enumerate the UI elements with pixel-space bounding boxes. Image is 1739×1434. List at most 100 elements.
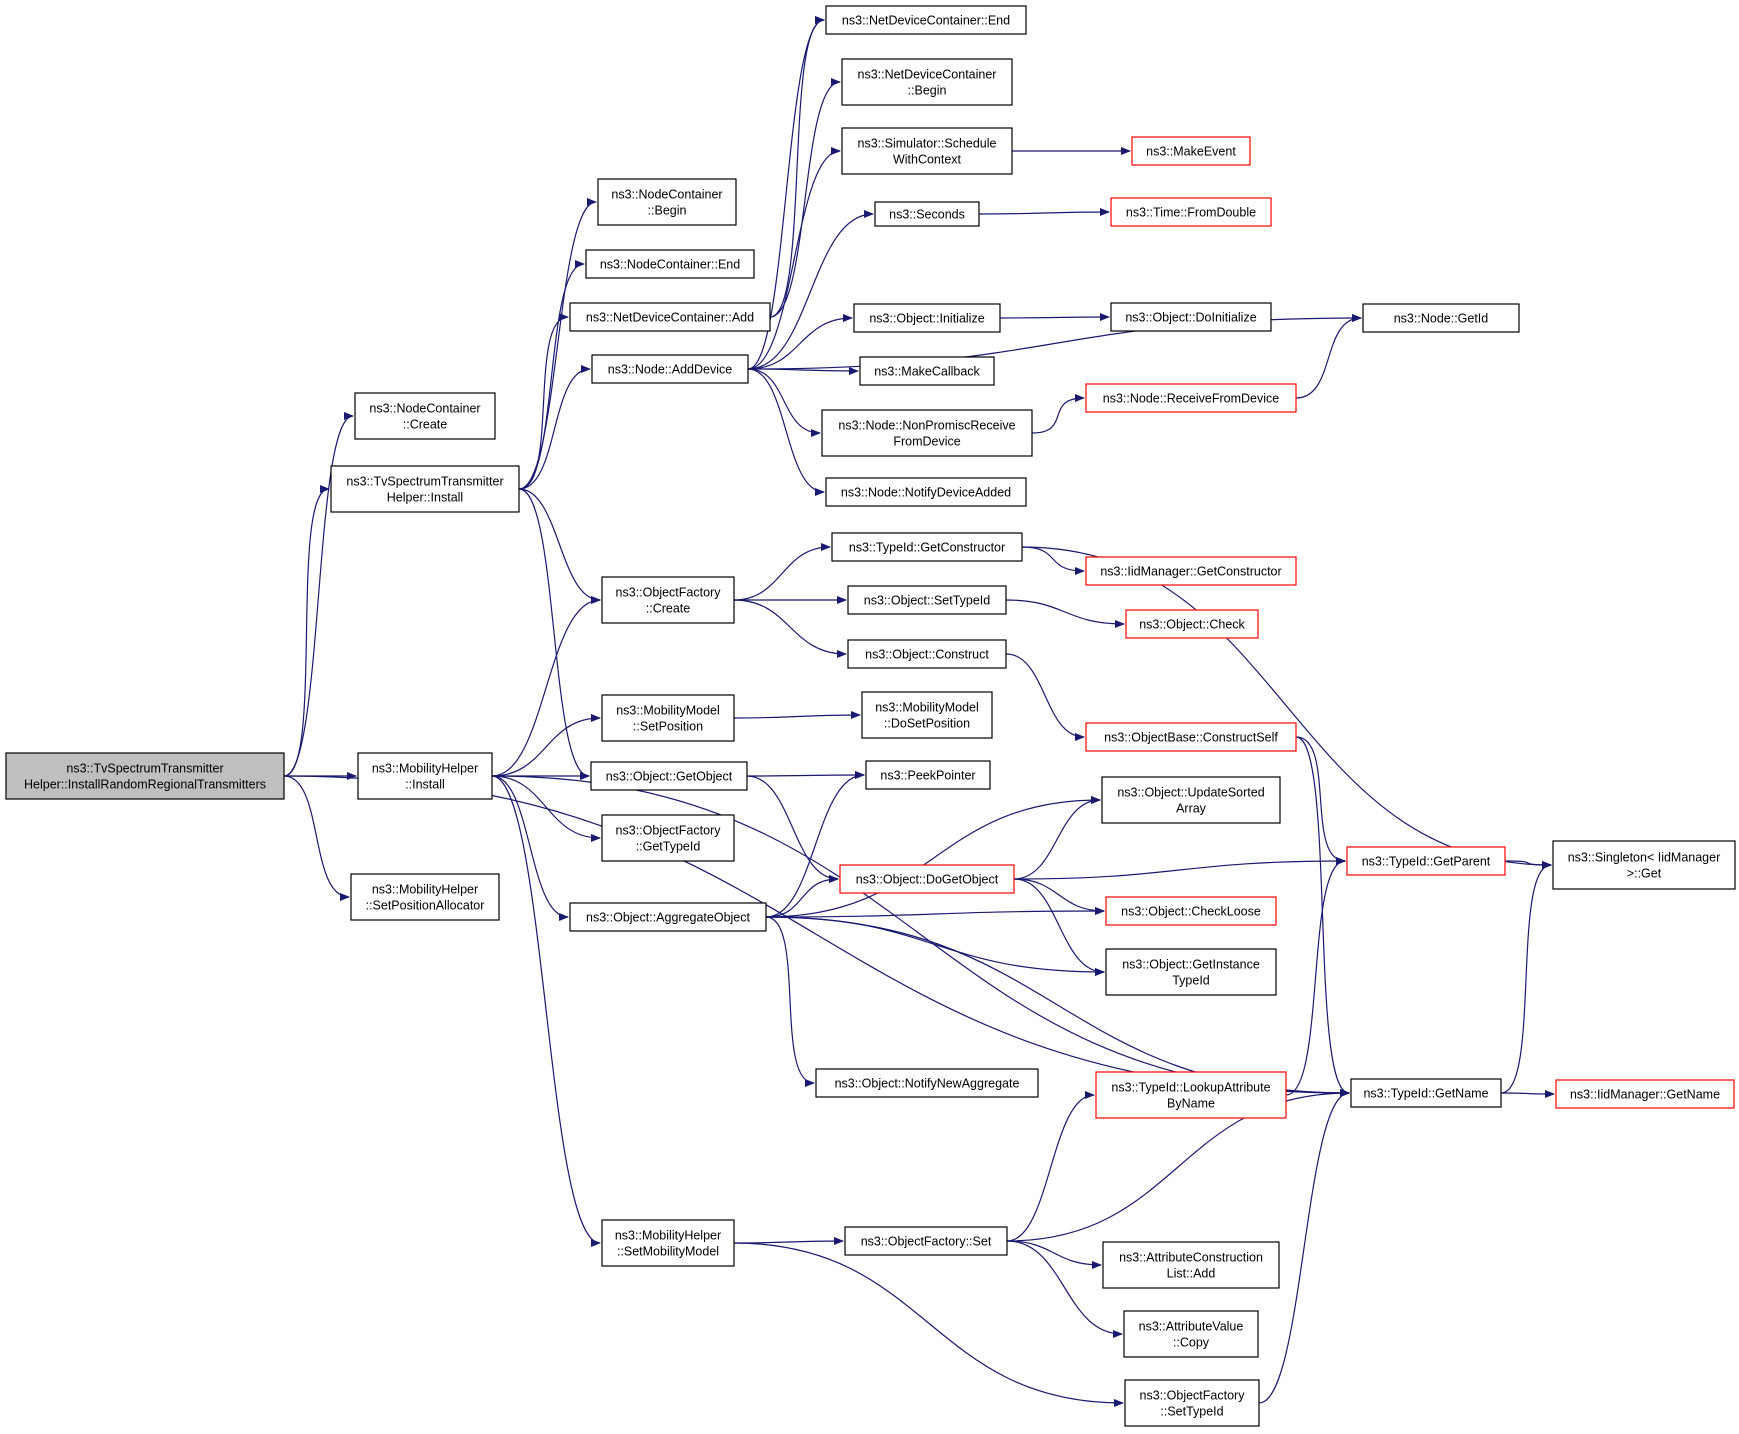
node-box [841,58,1013,106]
edge-node_receivefromdevice-to-node_getid [1295,314,1362,399]
node-label-line: ::SetPositionAllocator [366,899,485,913]
node-box [601,694,735,742]
node-node_notifydevice[interactable]: ns3::Node::NotifyDeviceAdded [825,477,1027,507]
node-mh_setposalloc[interactable]: ns3::MobilityHelper::SetPositionAllocato… [350,873,500,921]
node-nc_end[interactable]: ns3::NodeContainer::End [585,249,755,279]
node-obj_getobject[interactable]: ns3::Object::GetObject [590,761,748,791]
node-mm_dosetpos[interactable]: ns3::MobilityModel::DoSetPosition [861,691,993,739]
node-objbase_constructself[interactable]: ns3::ObjectBase::ConstructSelf [1085,722,1297,752]
edge-obj_getobject-to-obj_dogetobject [746,775,839,883]
node-label-line: ns3::ObjectFactory [616,586,722,600]
node-box [1362,303,1520,333]
node-typeid_getname[interactable]: ns3::TypeId::GetName [1350,1078,1502,1108]
node-label-line: ::SetMobilityModel [617,1245,719,1259]
edge-of_set-to-attrval_copy [1006,1240,1123,1338]
node-box [874,201,980,227]
node-of_set[interactable]: ns3::ObjectFactory::Set [844,1226,1008,1256]
node-node_receivefromdevice[interactable]: ns3::Node::ReceiveFromDevice [1085,383,1297,413]
node-obj_check[interactable]: ns3::Object::Check [1125,609,1259,639]
node-box [590,761,748,791]
node-label-line: ns3::AttributeConstruction [1119,1251,1263,1265]
edge-typeid_getname-to-singleton_get [1500,861,1552,1094]
node-mh_install[interactable]: ns3::MobilityHelper::Install [357,752,493,800]
node-box [1350,1078,1502,1108]
node-label-line: ns3::AttributeValue [1139,1320,1244,1334]
node-box [1095,1071,1287,1119]
edge-node_nonpromisc-to-node_receivefromdevice [1031,394,1085,434]
node-node_adddevice[interactable]: ns3::Node::AddDevice [591,354,749,384]
edge-node_adddevice-to-ndc_end [747,16,825,370]
node-mh_setmobmodel[interactable]: ns3::MobilityHelper::SetMobilityModel [601,1219,735,1267]
node-peekpointer[interactable]: ns3::PeekPointer [865,760,991,790]
node-label-line: Helper::InstallRandomRegionalTransmitter… [24,778,266,792]
node-node_getid[interactable]: ns3::Node::GetId [1362,303,1520,333]
node-obj_dogetobject[interactable]: ns3::Object::DoGetObject [839,864,1015,894]
node-obj_construct[interactable]: ns3::Object::Construct [847,639,1007,669]
edge-node_adddevice-to-node_notifydevice [747,368,825,496]
node-label-line: ns3::Node::NotifyDeviceAdded [841,486,1011,500]
node-label-line: TypeId [1172,974,1210,988]
edge-obj_aggregate-to-obj_updatesorted [765,796,1101,918]
node-nc_begin[interactable]: ns3::NodeContainer::Begin [597,178,737,226]
node-iidm_getctor[interactable]: ns3::IidManager::GetConstructor [1085,556,1297,586]
node-obj_settypeid[interactable]: ns3::Object::SetTypeId [847,585,1007,615]
node-of_create[interactable]: ns3::ObjectFactory::Create [601,576,735,624]
node-label-line: ByName [1167,1097,1215,1111]
node-time_fromdouble[interactable]: ns3::Time::FromDouble [1110,197,1272,227]
node-obj_notifynewagg[interactable]: ns3::Object::NotifyNewAggregate [815,1068,1039,1098]
node-box [354,392,496,440]
node-tvsth_install[interactable]: ns3::TvSpectrumTransmitterHelper::Instal… [330,465,520,513]
node-box [357,752,493,800]
node-of_settypeid[interactable]: ns3::ObjectFactory::SetTypeId [1124,1379,1260,1427]
node-box [1552,840,1736,890]
node-box [1085,556,1297,586]
node-iidm_getname[interactable]: ns3::IidManager::GetName [1555,1079,1735,1109]
node-label-line: ns3::Simulator::Schedule [858,137,997,151]
node-obj_doinitialize[interactable]: ns3::Object::DoInitialize [1110,302,1272,332]
edge-mh_install-to-obj_aggregate [491,775,569,921]
node-root[interactable]: ns3::TvSpectrumTransmitterHelper::Instal… [5,752,285,800]
node-typeid_getctor[interactable]: ns3::TypeId::GetConstructor [831,532,1023,562]
node-box [825,477,1027,507]
node-makeevent[interactable]: ns3::MakeEvent [1131,136,1251,166]
node-singleton_get[interactable]: ns3::Singleton< IidManager >::Get [1552,840,1736,890]
node-label-line: ::Begin [648,204,687,218]
edge-obj_getobject-to-peekpointer [746,771,865,780]
node-box [847,585,1007,615]
node-ndc_end[interactable]: ns3::NetDeviceContainer::End [825,5,1027,35]
node-label-line: ::Copy [1173,1336,1210,1350]
node-label-line: ns3::TypeId::GetConstructor [849,541,1005,555]
edge-obj_aggregate-to-obj_checkloose [765,907,1105,918]
node-label-line: ::SetPosition [633,720,703,734]
node-nc_create[interactable]: ns3::NodeContainer::Create [354,392,496,440]
node-makecallback[interactable]: ns3::MakeCallback [859,356,995,386]
node-label-line: ns3::PeekPointer [880,769,975,783]
node-obj_initialize[interactable]: ns3::Object::Initialize [853,303,1001,333]
node-of_gettypeid[interactable]: ns3::ObjectFactory::GetTypeId [601,814,735,862]
edge-obj_aggregate-to-peekpointer [765,771,865,918]
node-box [1123,1310,1259,1358]
node-seconds[interactable]: ns3::Seconds [874,201,980,227]
node-obj_checkloose[interactable]: ns3::Object::CheckLoose [1105,896,1277,926]
node-box [1085,722,1297,752]
node-ndc_begin[interactable]: ns3::NetDeviceContainer::Begin [841,58,1013,106]
node-box [1125,609,1259,639]
node-ndc_add[interactable]: ns3::NetDeviceContainer::Add [569,302,771,332]
node-attrval_copy[interactable]: ns3::AttributeValue::Copy [1123,1310,1259,1358]
node-obj_aggregate[interactable]: ns3::Object::AggregateObject [569,902,767,932]
edge-obj_dogetobject-to-obj_updatesorted [1013,796,1101,880]
node-box [841,127,1013,175]
node-mm_setpos[interactable]: ns3::MobilityModel::SetPosition [601,694,735,742]
edge-obj_aggregate-to-obj_notifynewagg [765,916,815,1087]
node-box [1124,1379,1260,1427]
edge-obj_dogetobject-to-obj_getinstancetypeid [1013,878,1105,976]
node-box [585,249,755,279]
node-typeid_getparent[interactable]: ns3::TypeId::GetParent [1346,846,1506,876]
